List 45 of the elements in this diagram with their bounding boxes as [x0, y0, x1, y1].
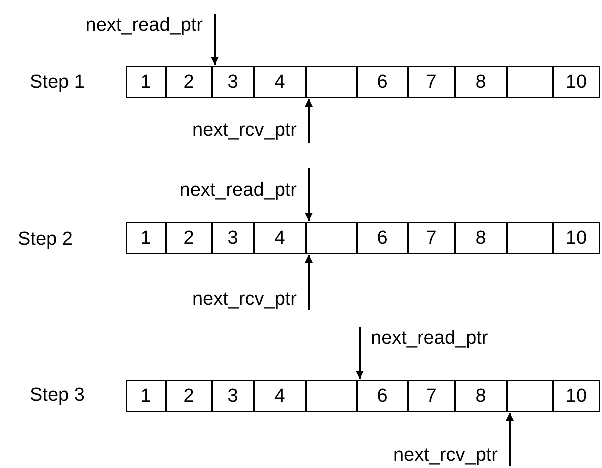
buffer-slot: 6 — [357, 380, 408, 412]
buffer-slot: 10 — [553, 222, 600, 254]
buffer-slot: 4 — [254, 66, 306, 98]
arrow — [305, 168, 313, 221]
buffer-slot: 6 — [357, 66, 408, 98]
arrow — [211, 14, 219, 65]
buffer-slot: 2 — [166, 380, 212, 412]
buffer-slot: 4 — [254, 380, 306, 412]
pointer-label: next_rcv_ptr — [310, 444, 510, 466]
buffer-slot — [507, 222, 553, 254]
pointer-label: next_read_ptr — [100, 168, 309, 212]
arrow — [305, 99, 313, 143]
buffer-slot: 1 — [126, 222, 166, 254]
buffer-slot: 1 — [126, 66, 166, 98]
step-label: Step 3 — [30, 386, 85, 405]
buffer-slot — [507, 66, 553, 98]
arrow — [506, 413, 514, 466]
pointer-label: next_rcv_ptr — [110, 117, 309, 143]
buffer-slot — [306, 222, 357, 254]
buffer-slot: 8 — [455, 66, 507, 98]
buffer-slot: 3 — [212, 66, 254, 98]
buffer-slot: 7 — [408, 222, 455, 254]
arrow — [305, 255, 313, 310]
pointer-label: next_read_ptr — [350, 327, 576, 349]
buffer-slot: 1 — [126, 380, 166, 412]
buffer-slot — [306, 380, 357, 412]
buffer-slot — [306, 66, 357, 98]
buffer-slot: 10 — [553, 66, 600, 98]
buffer-slot: 2 — [166, 66, 212, 98]
buffer-slot: 7 — [408, 66, 455, 98]
buffer-slot: 2 — [166, 222, 212, 254]
buffer-slot: 3 — [212, 380, 254, 412]
pointer-label: next_read_ptr — [30, 14, 215, 36]
buffer-slot — [507, 380, 553, 412]
buffer-slot: 6 — [357, 222, 408, 254]
buffer-slot: 8 — [455, 380, 507, 412]
buffer-slot: 3 — [212, 222, 254, 254]
pointer-label: next_rcv_ptr — [112, 288, 309, 310]
step-label: Step 1 — [30, 73, 85, 92]
buffer-slot: 10 — [553, 380, 600, 412]
buffer-slot: 4 — [254, 222, 306, 254]
buffer-slot: 8 — [455, 222, 507, 254]
arrow — [356, 327, 364, 379]
step-label: Step 2 — [18, 230, 73, 249]
buffer-slot: 7 — [408, 380, 455, 412]
